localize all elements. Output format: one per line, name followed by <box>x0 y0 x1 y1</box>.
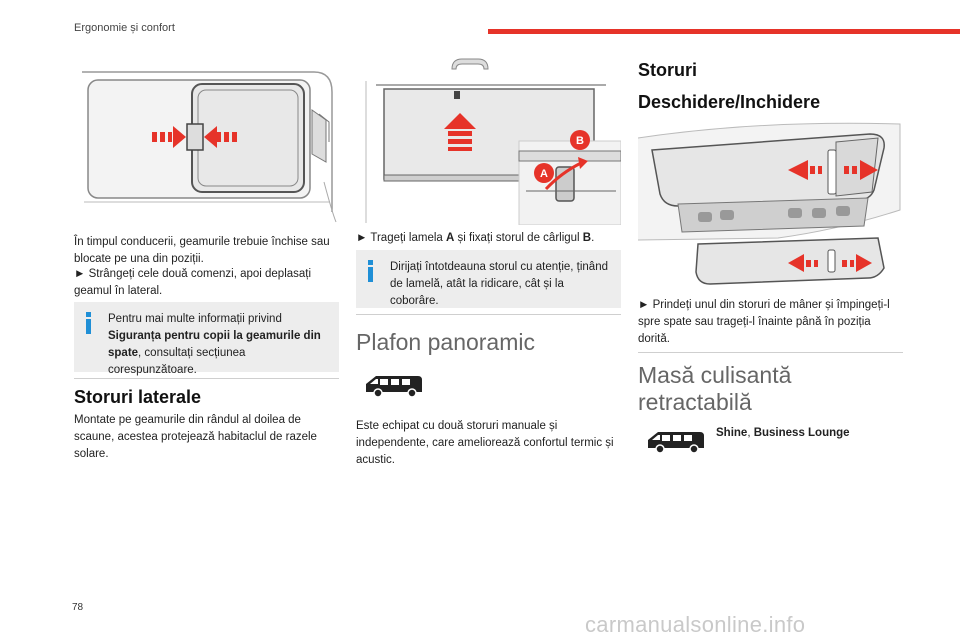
side-blinds-description: Montate pe geamurile din rândul al doile… <box>74 414 317 460</box>
section-title-blinds: Storuri <box>638 60 698 80</box>
info-icon <box>85 312 93 334</box>
watermark: carmanualsonline.info <box>585 612 806 637</box>
blind-instruction-a: A <box>446 232 455 244</box>
roof-blind-instruction: ► Prindeți unul din storuri de mâner și … <box>638 299 890 345</box>
version-shine: Shine <box>716 427 748 439</box>
header-accent-bar <box>488 29 960 34</box>
version-business-lounge: Business Lounge <box>753 427 850 439</box>
page-number: 78 <box>72 602 84 613</box>
roof-blinds-illustration <box>637 120 903 288</box>
divider <box>356 314 621 315</box>
blind-instruction-pre: ► Trageți lamela <box>356 232 447 244</box>
header-title: Ergonomie și confort <box>74 22 175 34</box>
panoramic-roof-description: Este echipat cu două storuri manuale și … <box>356 420 614 466</box>
info-icon <box>367 260 375 282</box>
callout-b <box>570 130 590 150</box>
section-title-open-close: Deschidere/Inchidere <box>638 92 821 112</box>
info-text-pre: Pentru mai multe informații privind <box>108 313 282 325</box>
blind-instruction-end: . <box>591 232 595 244</box>
info-box-child-safety: Pentru mai multe informații privind Sigu… <box>74 302 339 376</box>
callout-a-label: A <box>540 168 548 180</box>
callout-a <box>534 163 554 183</box>
section-title-sliding-table: Masă culisantă retractabilă <box>638 362 791 416</box>
version-separator: , <box>747 427 754 439</box>
blind-instruction-b: B <box>582 232 592 244</box>
blind-instruction-mid: și fixați storul de cârligul <box>454 232 583 244</box>
divider <box>74 378 339 379</box>
info-box-blind-care: Dirijați întotdeauna storul cu atenție, … <box>356 250 621 308</box>
section-title-panoramic-roof: Plafon panoramic <box>356 329 535 355</box>
section-title-sliding-table-line2: retractabilă <box>638 389 752 415</box>
blind-instruction: ► Trageți lamela A și fixați storul de c… <box>356 230 621 247</box>
sunblind-illustration: B A <box>356 55 622 226</box>
section-title-sliding-table-line1: Masă culisantă <box>638 362 792 388</box>
divider <box>638 352 903 353</box>
callout-b-label: B <box>576 135 584 147</box>
window-latch-illustration <box>74 62 339 224</box>
van-icon <box>646 428 706 456</box>
driving-note: În timpul conducerii, geamurile trebuie … <box>74 236 330 265</box>
section-title-side-blinds: Storuri laterale <box>74 387 202 407</box>
window-instruction: ► Strângeți cele două comenzi, apoi depl… <box>74 268 312 297</box>
info-text-post: , consultați secțiunea corespunzătoare. <box>108 347 246 376</box>
version-list: Shine, Business Lounge <box>716 425 906 442</box>
info-text-bold: Siguranța pentru copii la geamurile din … <box>108 330 321 359</box>
info-blind-text: Dirijați întotdeauna storul cu atenție, … <box>390 261 608 307</box>
van-icon <box>364 372 424 400</box>
